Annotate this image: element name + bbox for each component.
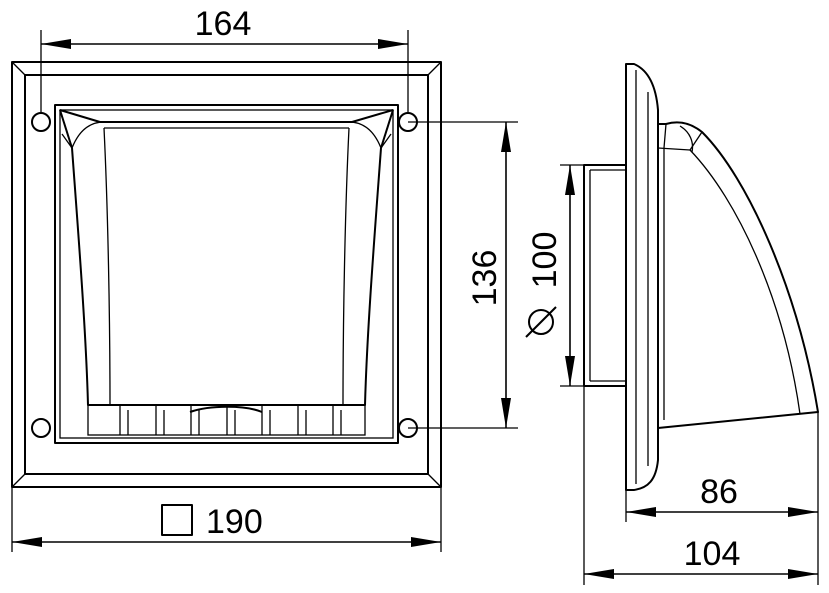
square-symbol	[161, 504, 193, 536]
dimension-136-label: 136	[466, 250, 504, 307]
dimension-86: 86	[625, 412, 819, 585]
duct-spigot	[583, 164, 626, 387]
louvre-slots	[87, 404, 366, 436]
dimension-164-label: 164	[195, 5, 252, 43]
wall-plate	[625, 63, 659, 491]
dimension-100-label: 100	[526, 232, 564, 289]
hood-body	[71, 147, 382, 406]
dimension-190: 190	[11, 487, 442, 552]
frame-inner-edge	[24, 74, 429, 475]
front-view	[11, 61, 442, 488]
hood-profile	[657, 121, 819, 429]
hood-outline	[54, 104, 399, 444]
outer-frame	[11, 61, 442, 488]
dimension-104-label: 104	[684, 535, 741, 573]
diameter-symbol	[525, 306, 557, 338]
dimension-136: 136	[408, 121, 518, 429]
dimension-104: 104	[583, 386, 818, 585]
mount-hole-top-left	[31, 112, 51, 132]
mount-hole-bottom-left	[31, 418, 51, 438]
side-view	[583, 63, 819, 491]
hood-inner-outline	[59, 109, 394, 439]
dimension-86-label: 86	[700, 473, 738, 511]
dimension-164: 164	[40, 5, 409, 112]
dimension-190-label: 190	[206, 503, 263, 541]
dimension-diameter-100: 100	[525, 164, 584, 387]
